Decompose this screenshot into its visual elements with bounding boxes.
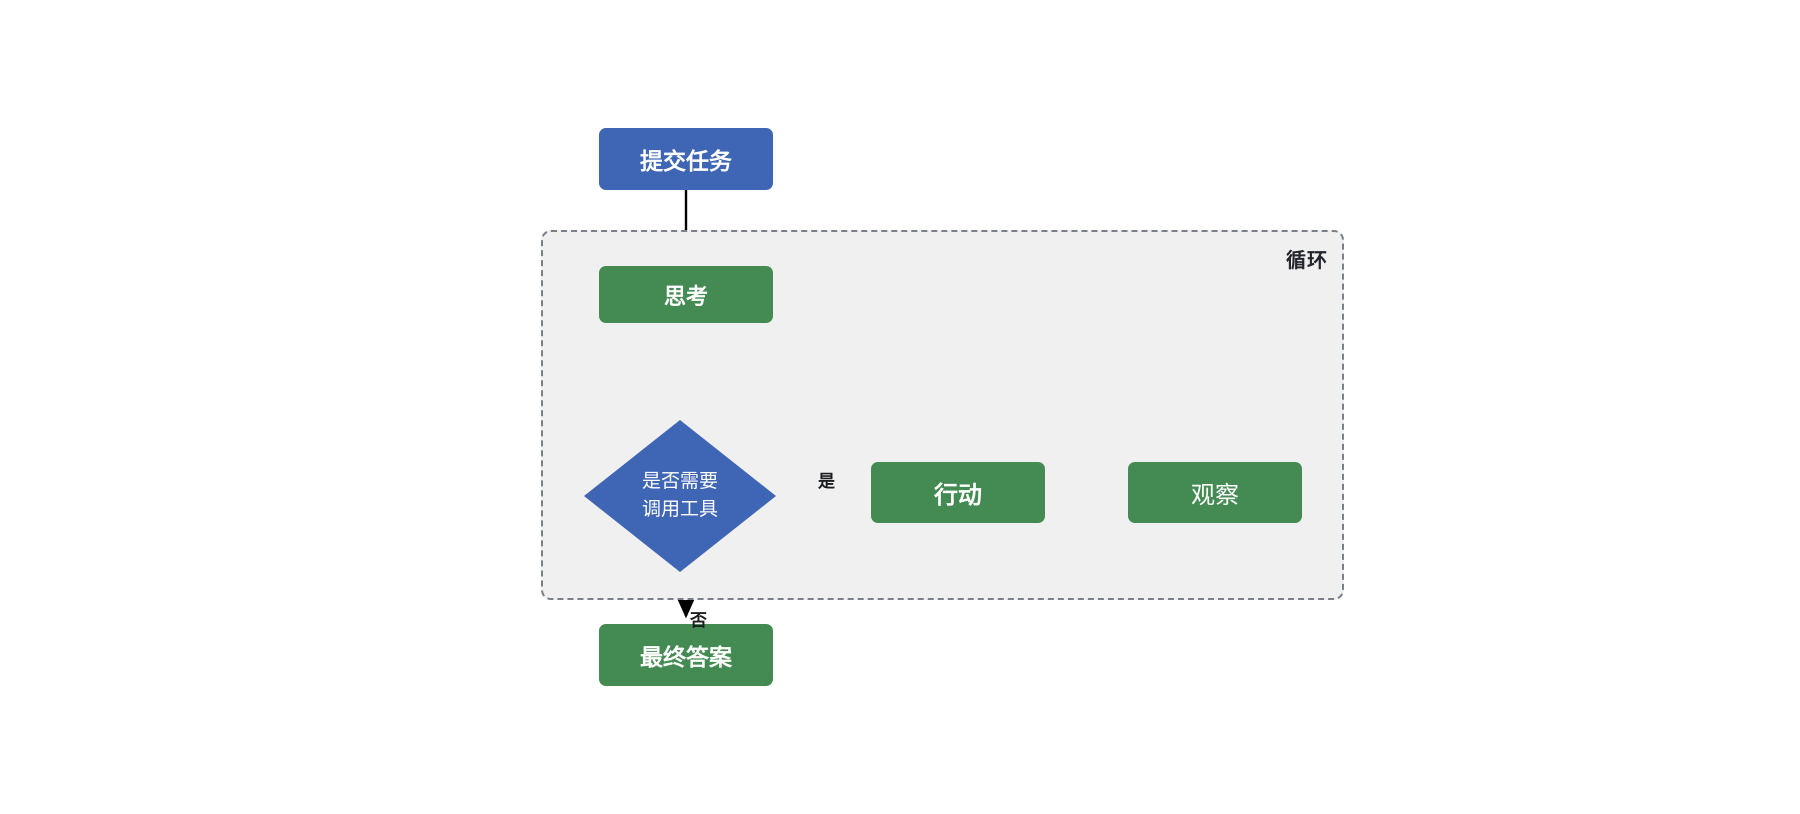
node-final-answer-label: 最终答案 — [640, 645, 732, 671]
node-observe-label: 观察 — [1191, 481, 1239, 509]
node-decision-label-line1: 是否需要 — [641, 470, 718, 493]
node-decision-need-tool[interactable]: 是否需要 调用工具 — [584, 420, 776, 572]
edge-label-yes: 是 — [818, 472, 835, 492]
node-think[interactable]: 思考 — [599, 266, 773, 323]
node-final-answer[interactable]: 最终答案 — [599, 624, 773, 686]
edge-label-no: 否 — [690, 611, 707, 631]
node-action[interactable]: 行动 — [871, 462, 1045, 523]
node-submit-task[interactable]: 提交任务 — [599, 128, 773, 190]
node-think-label: 思考 — [663, 284, 708, 310]
node-decision-label-line2: 调用工具 — [641, 498, 718, 520]
node-submit-task-label: 提交任务 — [640, 149, 732, 175]
node-action-label: 行动 — [934, 481, 982, 509]
node-observe[interactable]: 观察 — [1128, 462, 1302, 523]
loop-group-label: 循环 — [1286, 248, 1328, 272]
